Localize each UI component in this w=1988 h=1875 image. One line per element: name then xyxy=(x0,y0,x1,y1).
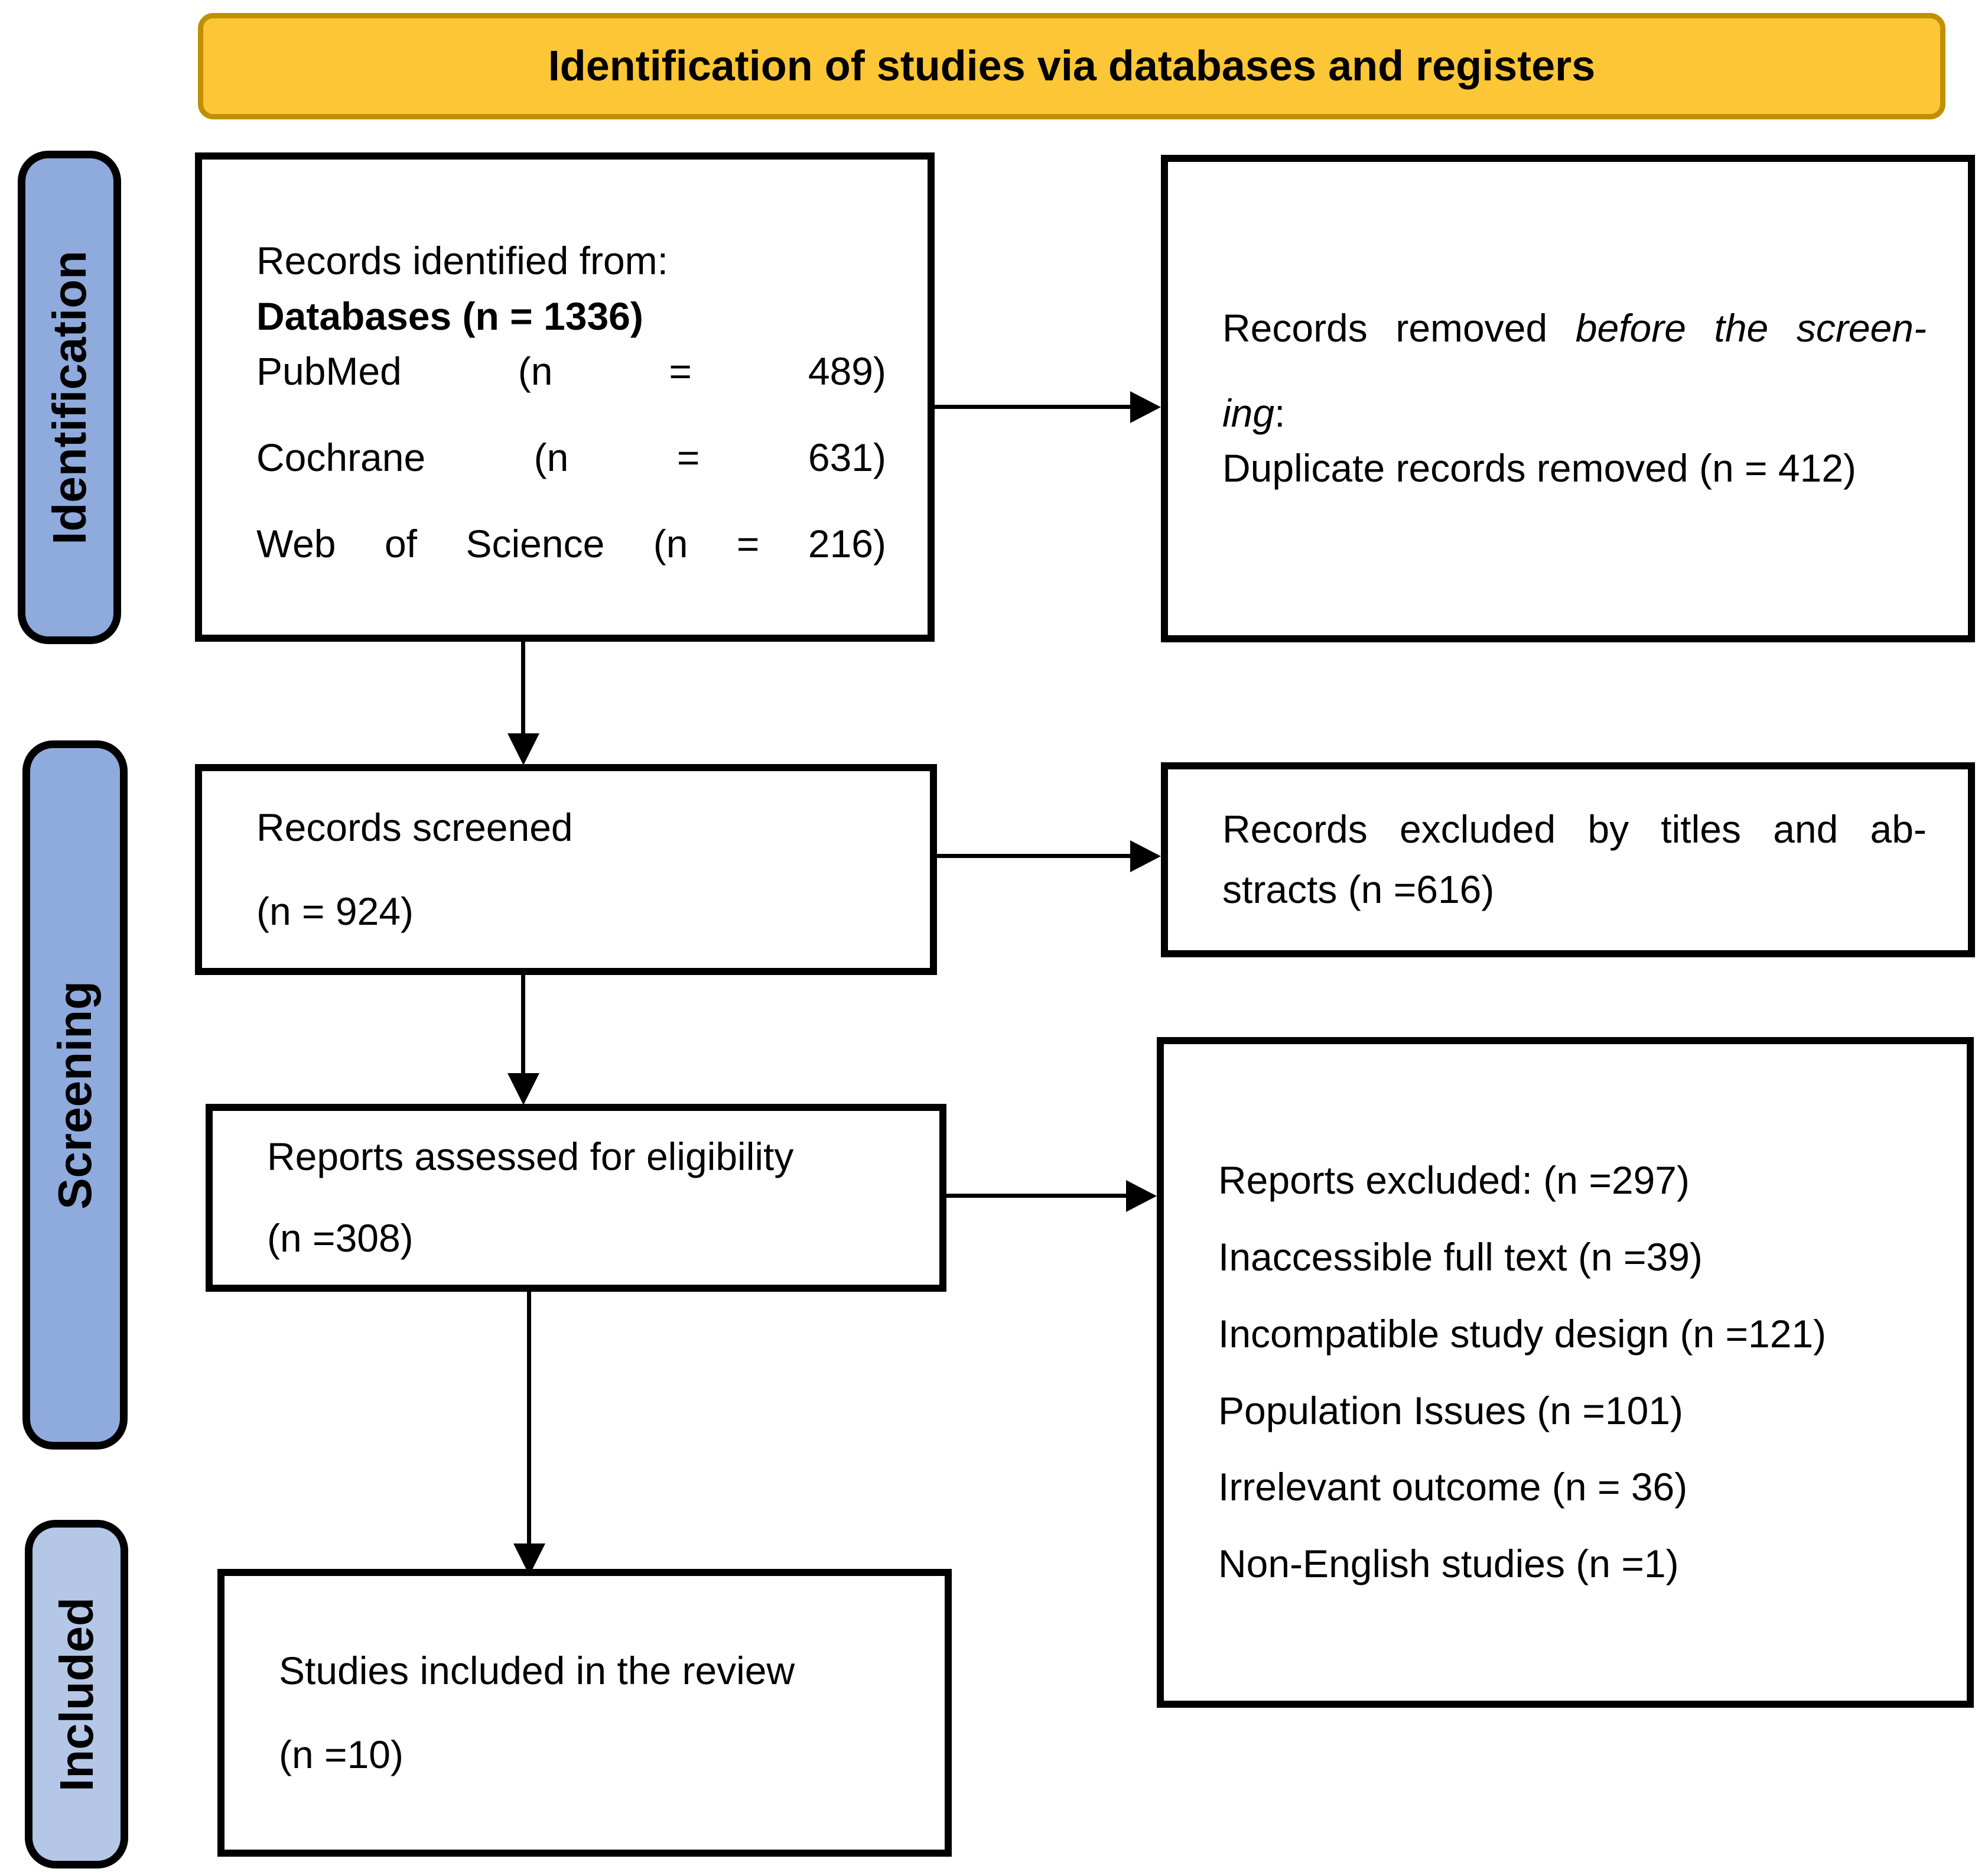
box-reports-assessed: Reports assessed for eligibility (n =308… xyxy=(206,1104,946,1292)
arrow-line xyxy=(521,642,525,737)
token: the xyxy=(1714,306,1769,350)
banner-title: Identification of studies via databases … xyxy=(198,13,1945,119)
token: Science xyxy=(466,521,605,566)
arrow-line xyxy=(937,854,1133,858)
arrow-right-icon xyxy=(1130,840,1161,872)
arrow-right-icon xyxy=(1126,1180,1157,1212)
token: (n xyxy=(533,436,569,480)
reports-excluded-reason: Irrelevant outcome (n = 36) xyxy=(1218,1465,1688,1509)
token: 216) xyxy=(808,521,886,566)
token: Records xyxy=(1222,306,1368,350)
records-removed-line1: Records removed before the screen- xyxy=(1222,301,1927,356)
records-identified-web-of-science: Web of Science (n = 216) xyxy=(256,516,886,572)
token: Records xyxy=(1222,807,1368,852)
box-records-identified: Records identified from: Databases (n = … xyxy=(195,152,935,642)
token: : xyxy=(1274,391,1286,435)
records-identified-heading: Records identified from: xyxy=(256,239,668,282)
records-identified-cochrane: Cochrane (n = 631) xyxy=(256,430,886,486)
records-identified-pubmed: PubMed (n = 489) xyxy=(256,344,886,399)
records-screened-count: (n = 924) xyxy=(256,889,414,933)
token: screen- xyxy=(1796,306,1927,350)
box-reports-excluded: Reports excluded: (n =297) Inaccessible … xyxy=(1157,1037,1974,1708)
arrow-down-icon xyxy=(507,1073,539,1105)
diagram-title: Identification of studies via databases … xyxy=(548,43,1596,90)
studies-included-text: Studies included in the review xyxy=(279,1648,795,1692)
arrow-right-icon xyxy=(1130,391,1161,423)
arrow-line xyxy=(527,1292,531,1545)
token: 631) xyxy=(808,436,886,480)
reports-excluded-reason: Inaccessible full text (n =39) xyxy=(1218,1235,1703,1279)
token: (n xyxy=(653,521,688,566)
stage-label-included-text: Included xyxy=(50,1597,103,1792)
arrow-down-icon xyxy=(507,733,539,765)
stage-label-screening-text: Screening xyxy=(48,980,101,1210)
token: = xyxy=(736,521,760,566)
arrow-down-icon xyxy=(513,1543,545,1575)
records-excluded-line2: stracts (n =616) xyxy=(1222,867,1495,911)
token: = xyxy=(676,436,700,480)
reports-assessed-count: (n =308) xyxy=(267,1216,414,1260)
reports-excluded-reason: Incompatible study design (n =121) xyxy=(1218,1311,1827,1356)
reports-excluded-total: Reports excluded: (n =297) xyxy=(1218,1158,1690,1203)
reports-excluded-reason: Population Issues (n =101) xyxy=(1218,1388,1684,1432)
arrow-line xyxy=(935,405,1133,409)
token: Cochrane xyxy=(256,436,426,480)
token: = xyxy=(669,349,692,394)
token: removed xyxy=(1395,306,1548,350)
reports-assessed-text: Reports assessed for eligibility xyxy=(267,1135,794,1179)
box-records-screened: Records screened (n = 924) xyxy=(195,764,937,975)
stage-label-identification-text: Identification xyxy=(43,250,96,545)
token: before xyxy=(1575,306,1686,350)
token: excluded xyxy=(1399,807,1556,852)
token: titles xyxy=(1661,807,1742,852)
arrow-line xyxy=(521,975,525,1074)
token: ab- xyxy=(1870,807,1927,852)
reports-excluded-reason: Non-English studies (n =1) xyxy=(1218,1541,1679,1585)
stage-label-screening: Screening xyxy=(22,740,128,1450)
records-excluded-line1: Records excluded by titles and ab- xyxy=(1222,802,1927,857)
box-records-removed: Records removed before the screen- ing: … xyxy=(1161,155,1975,642)
box-records-excluded: Records excluded by titles and ab- strac… xyxy=(1161,762,1975,957)
token: (n xyxy=(518,349,553,394)
records-removed-duplicates: Duplicate records removed (n = 412) xyxy=(1222,446,1857,490)
token: ing xyxy=(1222,391,1275,435)
records-identified-databases: Databases (n = 1336) xyxy=(256,294,643,338)
studies-included-count: (n =10) xyxy=(279,1732,404,1776)
records-screened-text: Records screened xyxy=(256,805,573,849)
token: of xyxy=(384,521,418,566)
token: by xyxy=(1587,807,1629,852)
token: PubMed xyxy=(256,349,402,394)
stage-label-identification: Identification xyxy=(18,151,121,644)
token: and xyxy=(1773,807,1839,852)
token: Web xyxy=(256,521,336,566)
stage-label-included: Included xyxy=(25,1520,128,1868)
box-studies-included: Studies included in the review (n =10) xyxy=(217,1569,952,1857)
token: 489) xyxy=(808,349,886,394)
arrow-line xyxy=(946,1194,1127,1198)
records-removed-line2: ing: xyxy=(1222,386,1927,441)
